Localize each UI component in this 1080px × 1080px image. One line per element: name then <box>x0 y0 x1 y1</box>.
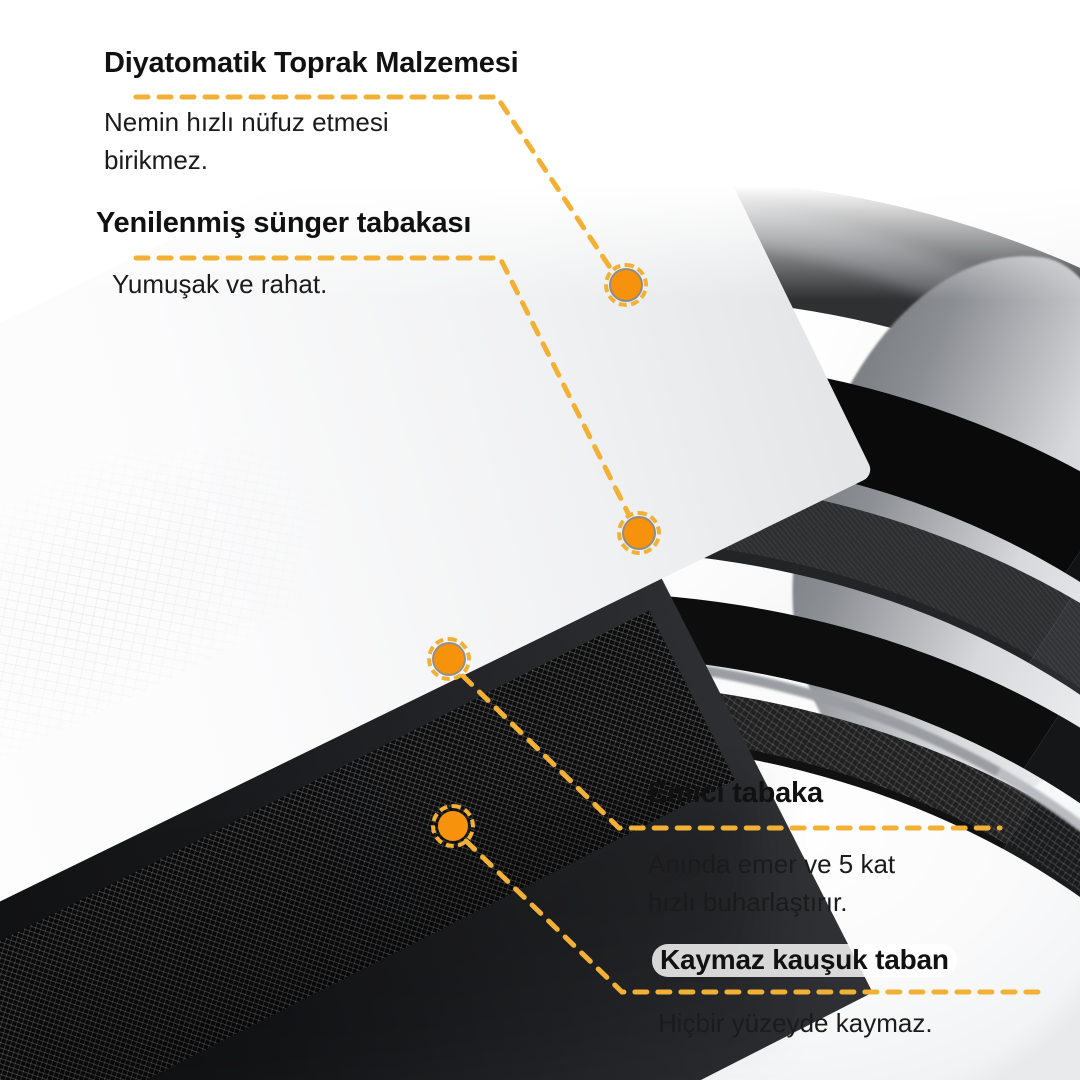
callout-3-rule-spacer <box>648 810 895 820</box>
layer-marker-emici[interactable] <box>427 637 471 681</box>
callout-1-body: Nemin hızlı nüfuz etmesi birikmez. <box>104 104 519 179</box>
marker-dashed-ring-icon <box>604 263 648 307</box>
callout-3-body-line-2: hızlı buharlaştırır. <box>648 886 848 917</box>
connector-line-4 <box>463 838 1043 995</box>
marker-dashed-ring-icon <box>427 637 471 681</box>
connector-line-1 <box>133 94 616 275</box>
callout-1-rule-spacer <box>104 80 519 90</box>
callout-sunger: Yenilenmiş sünger tabakası Yumuşak ve ra… <box>96 207 472 304</box>
layer-marker-sunger[interactable] <box>617 511 661 555</box>
layer-marker-diyatomatik[interactable] <box>604 263 648 307</box>
callout-kaymaz: Kaymaz kauşuk taban Hiçbir yüzeyde kayma… <box>652 944 957 1042</box>
callout-3-body-line-1: Anında emer ve 5 kat <box>648 848 896 879</box>
callout-1-body-line-1: Nemin hızlı nüfuz etmesi <box>104 106 389 137</box>
connector-line-3 <box>460 673 1003 831</box>
callout-emici: Emici tabaka Anında emer ve 5 kat hızlı … <box>648 777 895 921</box>
callout-4-body: Hiçbir yüzeyde kaymaz. <box>658 1005 957 1043</box>
callout-2-body-line-1: Yumuşak ve rahat. <box>112 268 328 299</box>
callout-diyatomatik: Diyatomatik Toprak Malzemesi Nemin hızlı… <box>104 47 519 179</box>
connector-line-2 <box>133 255 632 518</box>
marker-dot-icon <box>624 518 654 548</box>
layer-marker-kaymaz[interactable] <box>431 804 475 848</box>
marker-dashed-ring-icon <box>431 804 475 848</box>
callout-4-body-line-1: Hiçbir yüzeyde kaymaz. <box>658 1007 933 1038</box>
callout-3-body: Anında emer ve 5 kat hızlı buharlaştırır… <box>648 846 895 921</box>
marker-dot-icon <box>434 644 464 674</box>
callout-2-title: Yenilenmiş sünger tabakası <box>96 207 472 239</box>
marker-dashed-ring-icon <box>617 511 661 555</box>
marker-dot-icon <box>611 270 641 300</box>
callout-4-rule-spacer <box>652 977 957 987</box>
callout-1-body-line-2: birikmez. <box>104 144 209 175</box>
callout-2-rule-spacer <box>96 240 471 250</box>
callout-4-title: Kaymaz kauşuk taban <box>652 944 957 977</box>
photo-top-fade <box>0 0 1080 300</box>
callout-2-body: Yumuşak ve rahat. <box>112 266 471 304</box>
callout-3-title: Emici tabaka <box>648 777 823 809</box>
marker-dot-icon <box>438 811 468 841</box>
callout-1-title: Diyatomatik Toprak Malzemesi <box>104 47 519 79</box>
